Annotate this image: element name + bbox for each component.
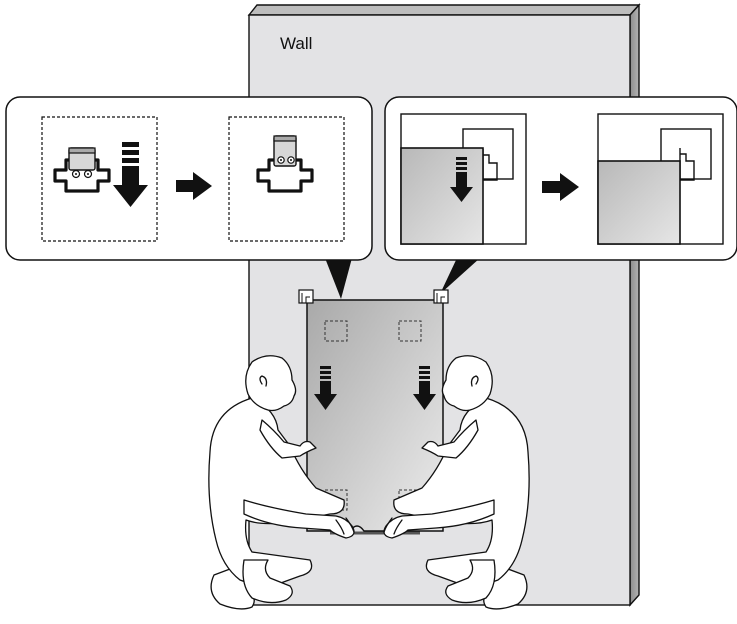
mount-marker: [324, 320, 348, 342]
wall-label: Wall: [280, 34, 313, 53]
corner-detail-icon: [597, 128, 712, 245]
corner-detail-icon: [298, 289, 314, 304]
right-arrow-icon: [542, 173, 579, 201]
callout-bracket-step: [5, 96, 373, 261]
corner-detail-icon: [433, 289, 449, 304]
corner-detail-icon: [400, 128, 514, 245]
person-icon: [383, 355, 530, 610]
mount-marker: [398, 320, 422, 342]
person-icon: [208, 355, 355, 610]
down-arrow-icon: [314, 366, 337, 410]
callout-pointer-right: [440, 258, 480, 294]
down-arrow-icon: [450, 157, 473, 202]
callout-pointer-left: [325, 258, 352, 299]
bracket-icon: [53, 147, 111, 193]
right-arrow-icon: [176, 172, 212, 200]
down-arrow-icon: [413, 366, 436, 410]
wall-side-face: [629, 3, 640, 607]
wall-top-face: [247, 4, 641, 16]
down-arrow-icon: [113, 142, 148, 207]
bracket-icon: [256, 135, 314, 193]
callout-corner-step: [384, 96, 737, 261]
